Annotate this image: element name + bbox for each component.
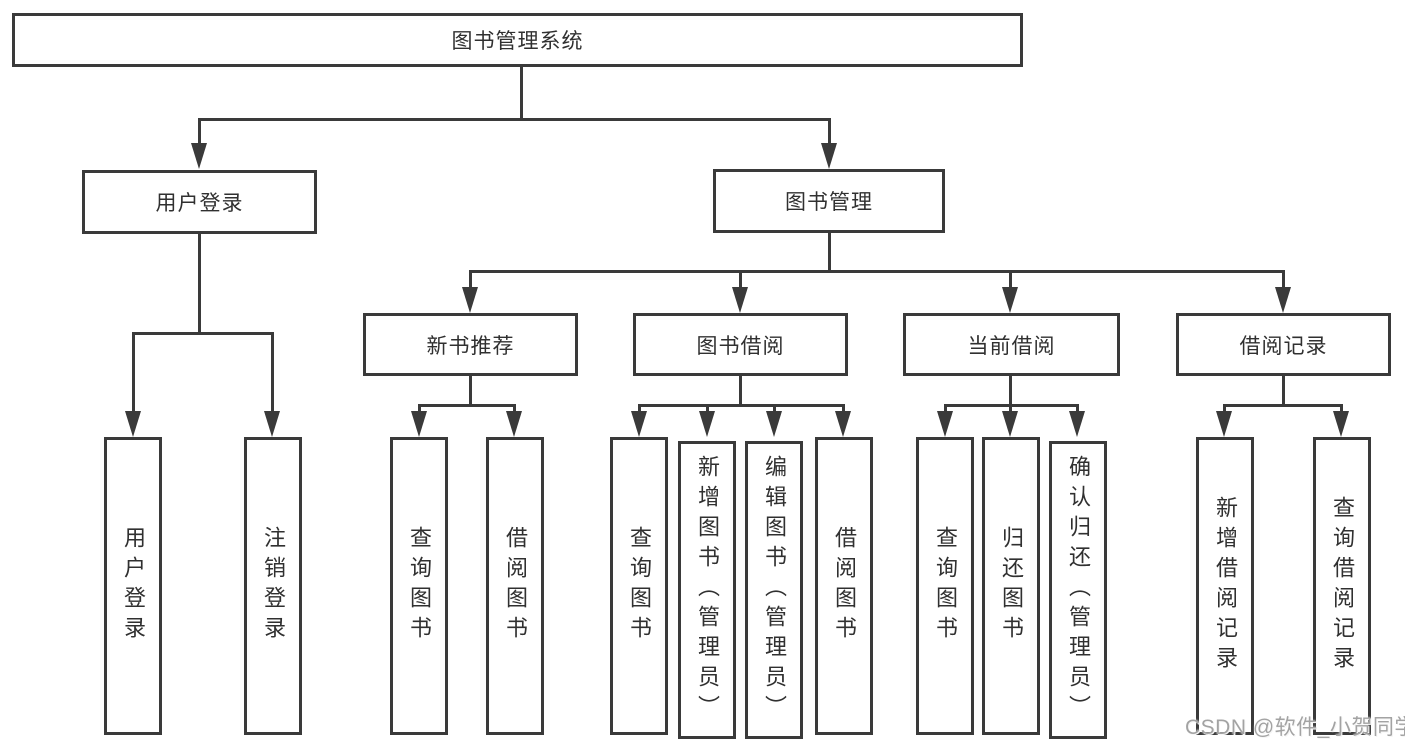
- node-user-login: 用户登录: [82, 170, 317, 234]
- node-new-book-recommend: 新书推荐: [363, 313, 578, 376]
- leaf-query-borrow-record: 查询借阅记录: [1313, 437, 1371, 735]
- leaf-query-books-borrow: 查询图书: [610, 437, 668, 735]
- connector-shaft: [1009, 404, 1012, 416]
- leaf-query-books-current: 查询图书: [916, 437, 974, 735]
- node-user-login-label: 用户登录: [155, 192, 244, 215]
- arrow-down-icon: [766, 411, 782, 437]
- leaf-return-books: 归还图书: [982, 437, 1040, 735]
- connector-shaft: [706, 404, 709, 416]
- connector-shaft: [1076, 404, 1079, 416]
- node-borrow-records-label: 借阅记录: [1239, 334, 1328, 358]
- connector-user-bar: [132, 332, 274, 335]
- node-new-book-recommend-label: 新书推荐: [426, 334, 515, 358]
- connector-root-bar: [198, 118, 831, 121]
- arrow-down-icon: [1275, 287, 1291, 313]
- leaf-query-books-current-label: 查询图书: [933, 526, 958, 646]
- leaf-confirm-return-admin-label: 确认归还（管理员）: [1066, 455, 1091, 725]
- leaf-query-books-borrow-label: 查询图书: [627, 526, 652, 646]
- connector-shaft: [638, 404, 641, 416]
- connector-shaft: [198, 118, 201, 147]
- connector-shaft: [1223, 404, 1226, 416]
- connector-shaft: [1282, 270, 1285, 291]
- leaf-user-login-label: 用户登录: [121, 526, 146, 646]
- leaf-return-books-label: 归还图书: [999, 526, 1024, 646]
- connector-mgmt-stem: [828, 233, 831, 273]
- arrow-down-icon: [1333, 411, 1349, 437]
- connector-shaft: [513, 404, 516, 416]
- arrow-down-icon: [462, 287, 478, 313]
- connector-stem: [739, 376, 742, 407]
- arrow-down-icon: [1216, 411, 1232, 437]
- node-book-management-label: 图书管理: [785, 191, 873, 214]
- leaf-add-books-admin: 新增图书（管理员）: [678, 441, 736, 739]
- arrow-down-icon: [631, 411, 647, 437]
- connector-shaft: [828, 118, 831, 147]
- leaf-borrow-books: 借阅图书: [815, 437, 873, 735]
- connector-shaft: [418, 404, 421, 416]
- arrow-down-icon: [411, 411, 427, 437]
- arrow-down-icon: [1069, 411, 1085, 437]
- node-root-label: 图书管理系统: [451, 30, 584, 53]
- arrow-down-icon: [264, 411, 280, 437]
- leaf-query-books-recommend-label: 查询图书: [407, 526, 432, 646]
- connector-shaft: [944, 404, 947, 416]
- connector-stem: [1282, 376, 1285, 407]
- arrow-down-icon: [1002, 411, 1018, 437]
- connector-shaft: [1009, 270, 1012, 291]
- connector-shaft: [739, 270, 742, 291]
- arrow-down-icon: [191, 143, 207, 169]
- leaf-edit-books-admin: 编辑图书（管理员）: [745, 441, 803, 739]
- leaf-add-books-admin-label: 新增图书（管理员）: [695, 455, 720, 725]
- leaf-borrow-books-recommend-label: 借阅图书: [503, 526, 528, 646]
- leaf-add-borrow-record: 新增借阅记录: [1196, 437, 1254, 735]
- node-book-borrow-label: 图书借阅: [696, 334, 785, 358]
- leaf-query-books-recommend: 查询图书: [390, 437, 448, 735]
- node-current-borrow: 当前借阅: [903, 313, 1120, 376]
- watermark: CSDN @软件_小贺同学: [1185, 716, 1405, 739]
- leaf-logout-label: 注销登录: [261, 526, 286, 646]
- connector-shaft: [271, 332, 274, 415]
- leaf-confirm-return-admin: 确认归还（管理员）: [1049, 441, 1107, 739]
- arrow-down-icon: [125, 411, 141, 437]
- arrow-down-icon: [732, 287, 748, 313]
- connector-shaft: [469, 270, 472, 291]
- connector-mgmt-bar: [469, 270, 1285, 273]
- connector-bar: [418, 404, 516, 407]
- arrow-down-icon: [699, 411, 715, 437]
- node-book-borrow: 图书借阅: [633, 313, 848, 376]
- arrow-down-icon: [1002, 287, 1018, 313]
- arrow-down-icon: [506, 411, 522, 437]
- connector-bar: [638, 404, 845, 407]
- leaf-borrow-books-label: 借阅图书: [832, 526, 857, 646]
- node-borrow-records: 借阅记录: [1176, 313, 1391, 376]
- leaf-query-borrow-record-label: 查询借阅记录: [1330, 496, 1355, 676]
- arrow-down-icon: [835, 411, 851, 437]
- leaf-logout: 注销登录: [244, 437, 302, 735]
- leaf-add-borrow-record-label: 新增借阅记录: [1213, 496, 1238, 676]
- connector-user-stem: [198, 234, 201, 335]
- node-book-management: 图书管理: [713, 169, 945, 233]
- node-root: 图书管理系统: [12, 13, 1023, 67]
- arrow-down-icon: [937, 411, 953, 437]
- node-current-borrow-label: 当前借阅: [967, 334, 1056, 358]
- connector-shaft: [773, 404, 776, 416]
- connector-shaft: [842, 404, 845, 416]
- connector-shaft: [1340, 404, 1343, 416]
- leaf-edit-books-admin-label: 编辑图书（管理员）: [762, 455, 787, 725]
- connector-root-stem: [520, 65, 523, 120]
- leaf-borrow-books-recommend: 借阅图书: [486, 437, 544, 735]
- leaf-user-login: 用户登录: [104, 437, 162, 735]
- connector-stem: [469, 376, 472, 407]
- connector-shaft: [132, 332, 135, 415]
- arrow-down-icon: [821, 143, 837, 169]
- connector-stem: [1009, 376, 1012, 407]
- connector-bar: [1223, 404, 1343, 407]
